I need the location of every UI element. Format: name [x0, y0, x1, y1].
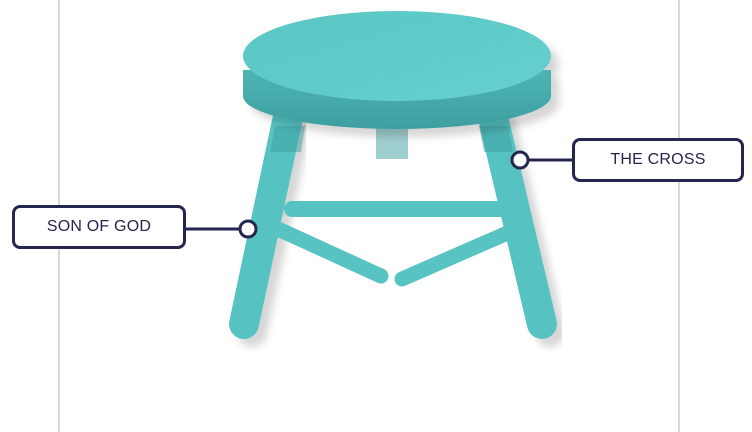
left-connector-dot: [240, 221, 256, 237]
left-callout: [186, 221, 256, 237]
right-connector-dot: [512, 152, 528, 168]
right-leg-shadow: [479, 126, 513, 152]
left-leg-shadow: [270, 126, 305, 152]
left-brace: [278, 229, 381, 276]
center-leg-shadow: [376, 126, 408, 159]
seat: [243, 11, 551, 129]
stool: [243, 11, 551, 418]
seat-top: [243, 11, 551, 101]
the-cross-label: THE CROSS: [572, 138, 744, 182]
right-callout: [512, 152, 572, 168]
son-of-god-label: SON OF GOD: [12, 205, 186, 249]
right-brace: [402, 231, 512, 279]
